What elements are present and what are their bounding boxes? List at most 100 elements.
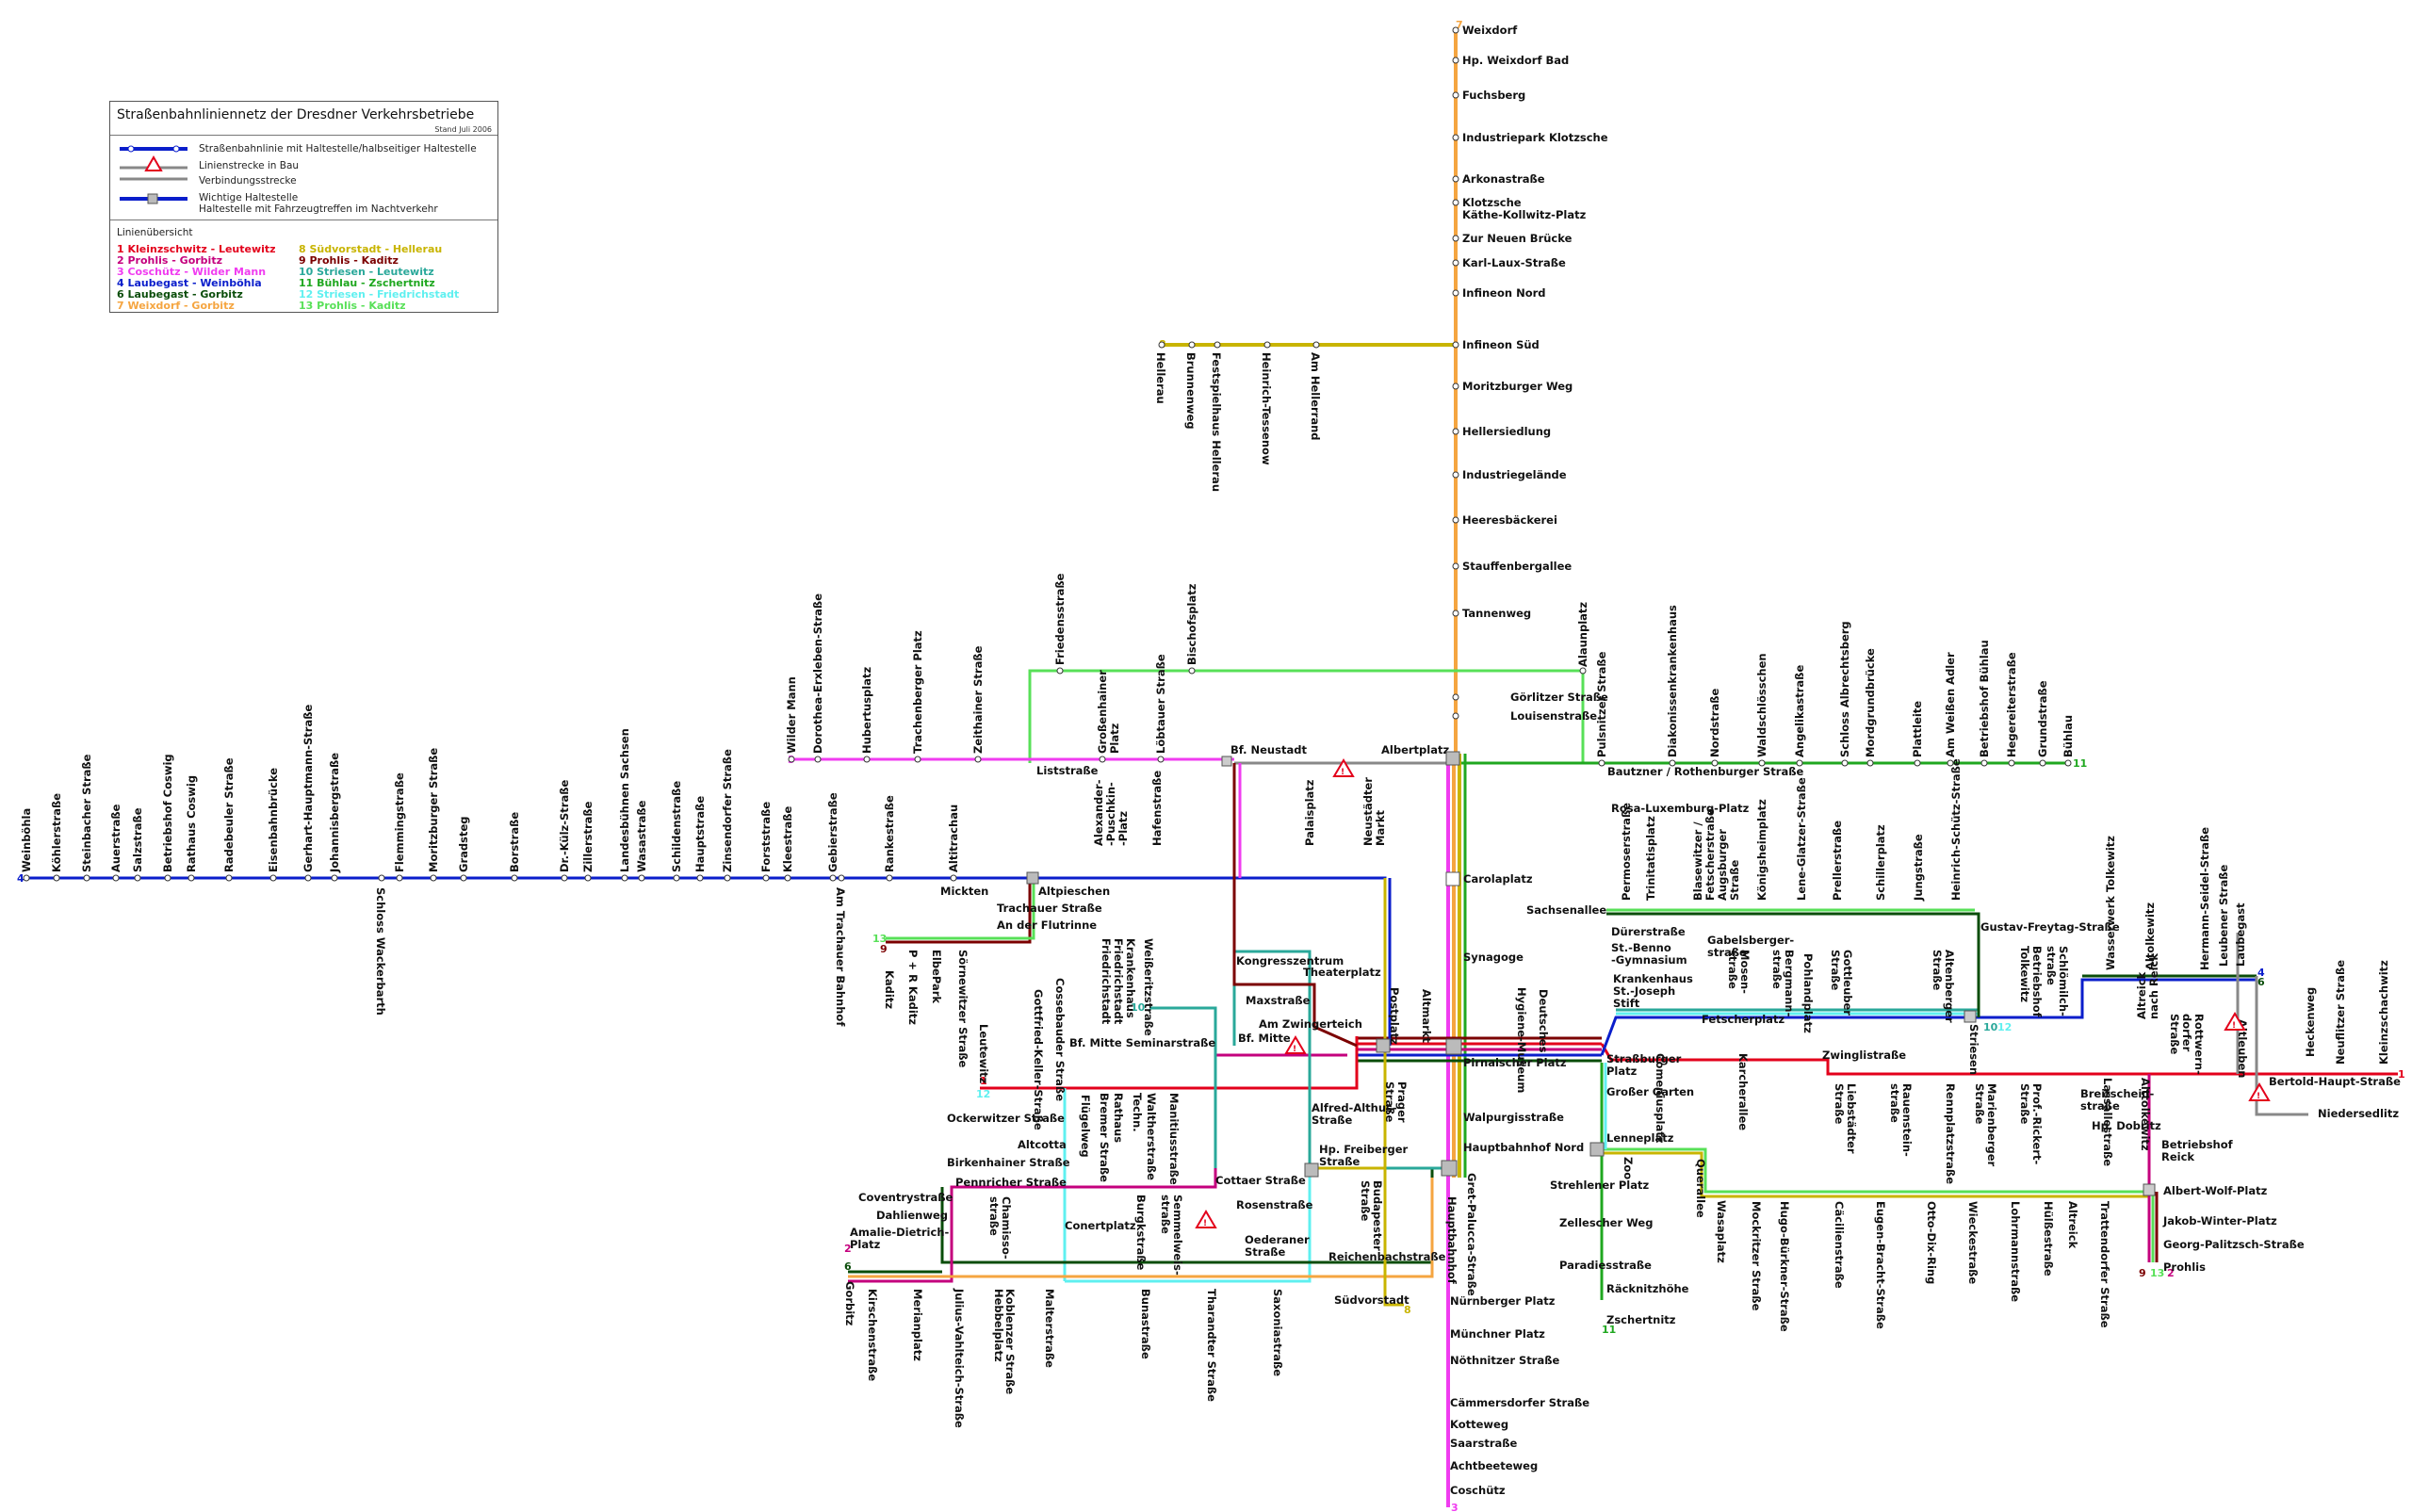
terminal-line-number: 1 [980, 1075, 987, 1087]
stop-label: Radebeuler Straße [222, 757, 236, 872]
stop-label: Gradsteg [457, 817, 470, 872]
stop-name: Pennricher Straße [955, 1176, 1067, 1189]
stop-name: Heinrich-Schütz-Straße [1949, 758, 1963, 901]
stop-label: Saarstraße [1450, 1437, 1518, 1450]
stop-dot [1452, 693, 1459, 701]
stop-label: Bremer Straße [1098, 1093, 1111, 1182]
terminal-line-number: 13 [872, 933, 887, 945]
stop-name: Dr.-Külz-Straße [558, 779, 571, 872]
stop-label: Sörnewitzer Straße [956, 950, 970, 1068]
stop-label: Mickten [940, 885, 988, 898]
legend-line-item: 8 Südvorstadt - Hellerau [299, 243, 443, 255]
stop-name: straße [2080, 1099, 2120, 1113]
stop-name: nach Reick [2147, 953, 2160, 1019]
terminal-line-number: 12 [1997, 1021, 2012, 1033]
terminal-line-number: 9 [2139, 1267, 2146, 1279]
stop-label: Altmarkt [1420, 989, 1433, 1043]
stop-name: Prellerstraße [1831, 821, 1844, 901]
stop-name: Alttolkewitz [2139, 1078, 2152, 1151]
terminal-line-number: 6 [844, 1260, 852, 1273]
stop-name: Hegereiterstraße [2005, 652, 2018, 757]
stop-name: Wasserwerk Tolkewitz [2104, 836, 2117, 970]
stop-name: Waltherstraße [1145, 1093, 1158, 1180]
stop-name: Käthe-Kollwitz-Platz [1462, 208, 1587, 221]
stop-label: Hellerau [1154, 352, 1167, 404]
stop-name: Weißeritzstraße [1142, 938, 1155, 1036]
stop-label: Bertold-Haupt-Straße [2269, 1075, 2401, 1088]
stop-name: Karcherallee [1736, 1053, 1750, 1130]
stop-name: Betriebshof Coswig [161, 754, 174, 872]
stop-label: Landesbühnen Sachsen [618, 728, 631, 872]
stop-label: Conertplatz [1065, 1219, 1136, 1232]
stop-dot [1796, 759, 1803, 767]
stop-dot [1914, 759, 1921, 767]
stop-name: Kotteweg [1450, 1418, 1508, 1431]
legend-key-major: Wichtige Haltestelle Haltestelle mit Fah… [199, 192, 438, 215]
stop-dot [2008, 759, 2015, 767]
stop-label: Jakob-Winter-Platz [2162, 1214, 2277, 1227]
stop-label: Zwinglistraße [1822, 1049, 1906, 1062]
stop-name: Cämmersdorfer Straße [1450, 1396, 1589, 1409]
stop-name: Zellescher Weg [1559, 1216, 1653, 1229]
stop-label: Saxoniastraße [1271, 1289, 1284, 1376]
stop-label: Merianplatz [911, 1289, 924, 1361]
legend-key-connector: Verbindungsstrecke [199, 175, 297, 187]
terminal-line-number: 7 [1456, 19, 1463, 31]
stop-name: Industriepark Klotzsche [1462, 131, 1608, 144]
stop-label: Plattleite [1911, 701, 1924, 757]
stop-name: Am Zwingerteich [1259, 1017, 1362, 1031]
stop-name: Striesen [1967, 1024, 1980, 1075]
stop-dot [724, 874, 731, 882]
major-stop-markers [1026, 751, 2156, 1196]
stop-name: Gret-Palucca-Straße [1465, 1173, 1478, 1296]
stop-dot [1452, 199, 1459, 206]
stop-label: Schloss Wackerbarth [374, 887, 387, 1016]
stop-label: Schlömilch-straße [2045, 946, 2070, 1016]
stop-label: Angelikastraße [1793, 665, 1806, 757]
stop-name: Liebstädter [1845, 1083, 1858, 1154]
stop-name: Forststraße [759, 802, 773, 872]
stop-name: straße [987, 1196, 1001, 1236]
stop-label: Hegereiterstraße [2005, 652, 2018, 757]
stop-label: Techn. [1131, 1093, 1144, 1132]
stop-name: Hauptbahnhof Nord [1463, 1141, 1584, 1154]
construction-warning-icon: ! [2248, 1082, 2271, 1101]
legend-line-item: 9 Prohlis - Kaditz [299, 254, 399, 267]
stop-name: Marienberger [1985, 1083, 1998, 1167]
stop-label: ElbePark [930, 950, 943, 1003]
stop-name: Am Trachauer Bahnhof [834, 887, 847, 1027]
stop-name: Semmelweis- [1171, 1195, 1184, 1276]
stop-label: Waltherstraße [1145, 1093, 1158, 1180]
stop-label: Eisenbahnbrücke [267, 768, 280, 872]
stop-label: Hafenstraße [1150, 771, 1164, 846]
stop-name: Flemmingstraße [393, 772, 406, 872]
stop-label: Weißeritzstraße [1142, 938, 1155, 1036]
stop-dot [784, 874, 791, 882]
stop-label: Eugen-Bracht-Straße [1874, 1201, 1887, 1329]
stop-name: Zinsendorfer Straße [721, 749, 734, 872]
stop-name: Burgkstraße [1134, 1195, 1148, 1271]
stop-label: Zoo [1622, 1157, 1635, 1179]
stop-name: Gottfried-Keller-Straße [1032, 989, 1045, 1130]
stop-label: Cämmersdorfer Straße [1450, 1396, 1589, 1409]
stop-name: Kleinzschachwitz [2377, 960, 2390, 1065]
stop-name: Alaunplatz [1576, 602, 1589, 667]
stop-name: Blasewitzer / [1691, 821, 1704, 901]
stop-label: Zinsendorfer Straße [721, 749, 734, 872]
stop-dot [584, 874, 592, 882]
stop-label: Schildenstraße [670, 781, 683, 872]
stop-label: Sachsenallee [1526, 903, 1606, 917]
stop-label: Malterstraße [1043, 1289, 1056, 1368]
stop-name: dorfer [2180, 1014, 2193, 1052]
stop-name: straße [1770, 950, 1784, 989]
stop-name: Lohrmannstraße [2009, 1201, 2022, 1302]
stop-name: Amalie-Dietrich- [850, 1226, 950, 1239]
stop-name: Betriebshof [2030, 946, 2044, 1018]
stop-label: Gabelsberger-straße [1707, 934, 1794, 959]
stop-label: Jungstraße [1912, 834, 1925, 902]
stop-name: Festspielhaus Hellerau [1210, 352, 1223, 492]
stop-name: Bautzner / Rothenburger Straße [1607, 765, 1803, 778]
stop-name: Ockerwitzer Straße [947, 1112, 1065, 1125]
